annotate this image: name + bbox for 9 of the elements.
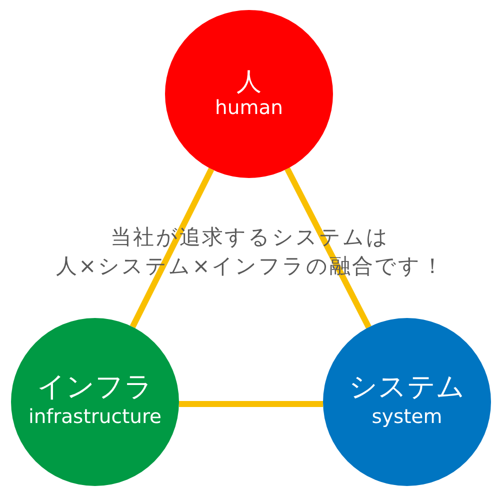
node-title: インフラ [37,370,153,403]
connector-line [130,168,214,328]
node-title: システム [349,370,465,403]
node-title: 人 [236,68,262,98]
node-subtitle: system [372,406,442,428]
node-subtitle: human [214,97,284,120]
connector-line [179,401,323,407]
node-subtitle: infrastructure [28,406,162,428]
connector-line [284,167,372,329]
